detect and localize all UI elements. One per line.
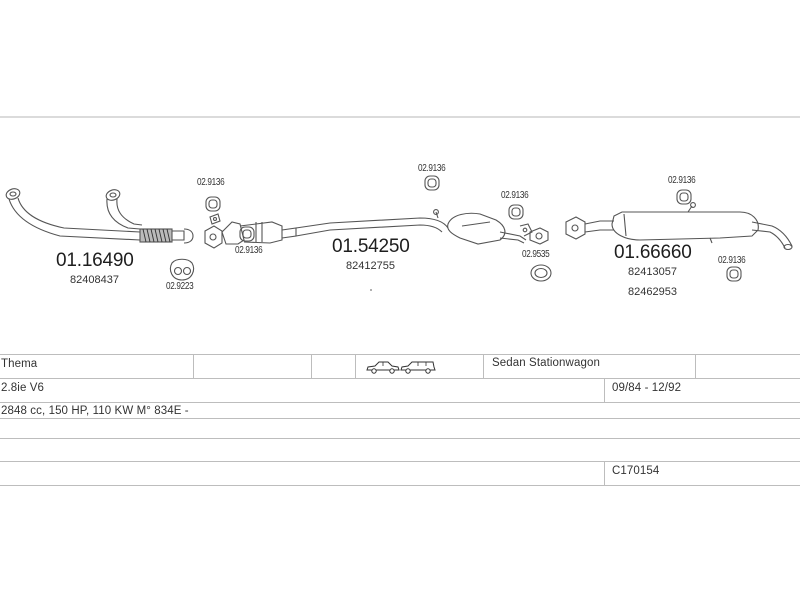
ring-gasket-part	[530, 264, 552, 282]
front-pipe-part	[5, 188, 194, 244]
production-period: 09/84 - 12/92	[612, 382, 682, 394]
engine-specs: 2848 cc, 150 HP, 110 KW M° 834E -	[1, 405, 189, 417]
small-part-number: 02.9223	[166, 281, 194, 292]
oem-number: 82413057	[628, 266, 677, 278]
catalog-code: C170154	[612, 465, 660, 477]
rear-silencer-part	[565, 202, 793, 251]
engine: 2.8ie V6	[1, 382, 44, 394]
small-part-number: 02.9136	[235, 245, 263, 256]
hanger-ring	[239, 226, 255, 242]
small-part-number: 02.9136	[501, 190, 529, 201]
part-number: 01.54250	[332, 236, 410, 257]
sedan-car-icon	[366, 361, 400, 374]
hanger-ring	[676, 189, 692, 205]
middle-silencer-part	[447, 212, 549, 245]
flange-part	[204, 225, 223, 249]
hanger-ring	[508, 204, 524, 220]
part-number: 01.66660	[614, 242, 692, 263]
bolt-part	[209, 213, 221, 225]
exhaust-system-diagram	[0, 116, 800, 291]
oem-number: 82412755	[346, 260, 395, 272]
model-name: Thema	[1, 358, 38, 370]
hanger-ring	[205, 196, 221, 212]
small-part-number: 02.9136	[418, 163, 446, 174]
station-wagon-icon	[400, 361, 436, 374]
gasket-part	[169, 258, 195, 281]
hanger-ring	[726, 266, 742, 282]
hanger-ring	[424, 175, 440, 191]
small-part-number: 02.9136	[197, 177, 225, 188]
small-part-number: 02.9535	[522, 249, 550, 260]
oem-number: 82408437	[70, 274, 119, 286]
oem-number: 82462953	[628, 286, 677, 298]
body-type: Sedan Stationwagon	[492, 357, 600, 369]
small-part-number: 02.9136	[668, 175, 696, 186]
part-number: 01.16490	[56, 250, 134, 271]
catalytic-pipe-part	[221, 209, 449, 245]
small-part-number: 02.9136	[718, 255, 746, 266]
